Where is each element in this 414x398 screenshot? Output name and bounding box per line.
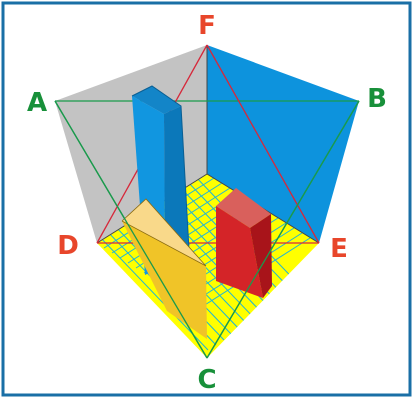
vertex-label-e: E xyxy=(330,234,348,264)
vertex-label-c: C xyxy=(197,365,216,395)
vertex-label-b: B xyxy=(367,84,387,114)
vertex-label-a: A xyxy=(27,88,47,118)
red-prism xyxy=(216,188,272,298)
diag-fe xyxy=(206,44,320,244)
right-wall xyxy=(207,45,359,243)
vertex-label-d: D xyxy=(57,231,79,261)
vertex-label-f: F xyxy=(198,11,216,41)
diag-ac-front xyxy=(54,100,208,359)
diag-bc-front xyxy=(206,100,360,359)
